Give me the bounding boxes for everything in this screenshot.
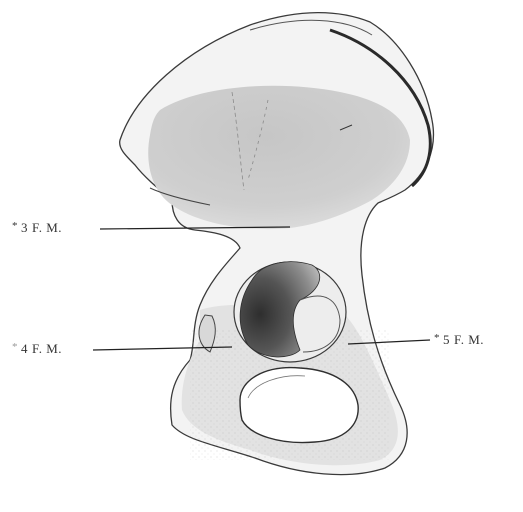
label-3: *3 F. M.: [12, 220, 62, 236]
label-5-number: 5: [443, 332, 450, 347]
label-4-text: F. M.: [32, 341, 62, 356]
label-5-star: *: [434, 332, 440, 344]
label-5: *5 F. M.: [434, 332, 484, 348]
label-4-star: *: [12, 341, 18, 353]
label-4: *4 F. M.: [12, 341, 62, 357]
label-3-text: F. M.: [32, 220, 62, 235]
label-5-text: F. M.: [454, 332, 484, 347]
label-4-number: 4: [21, 341, 28, 356]
label-3-number: 3: [21, 220, 28, 235]
label-3-star: *: [12, 220, 18, 232]
obturator-foramen: [240, 368, 358, 443]
